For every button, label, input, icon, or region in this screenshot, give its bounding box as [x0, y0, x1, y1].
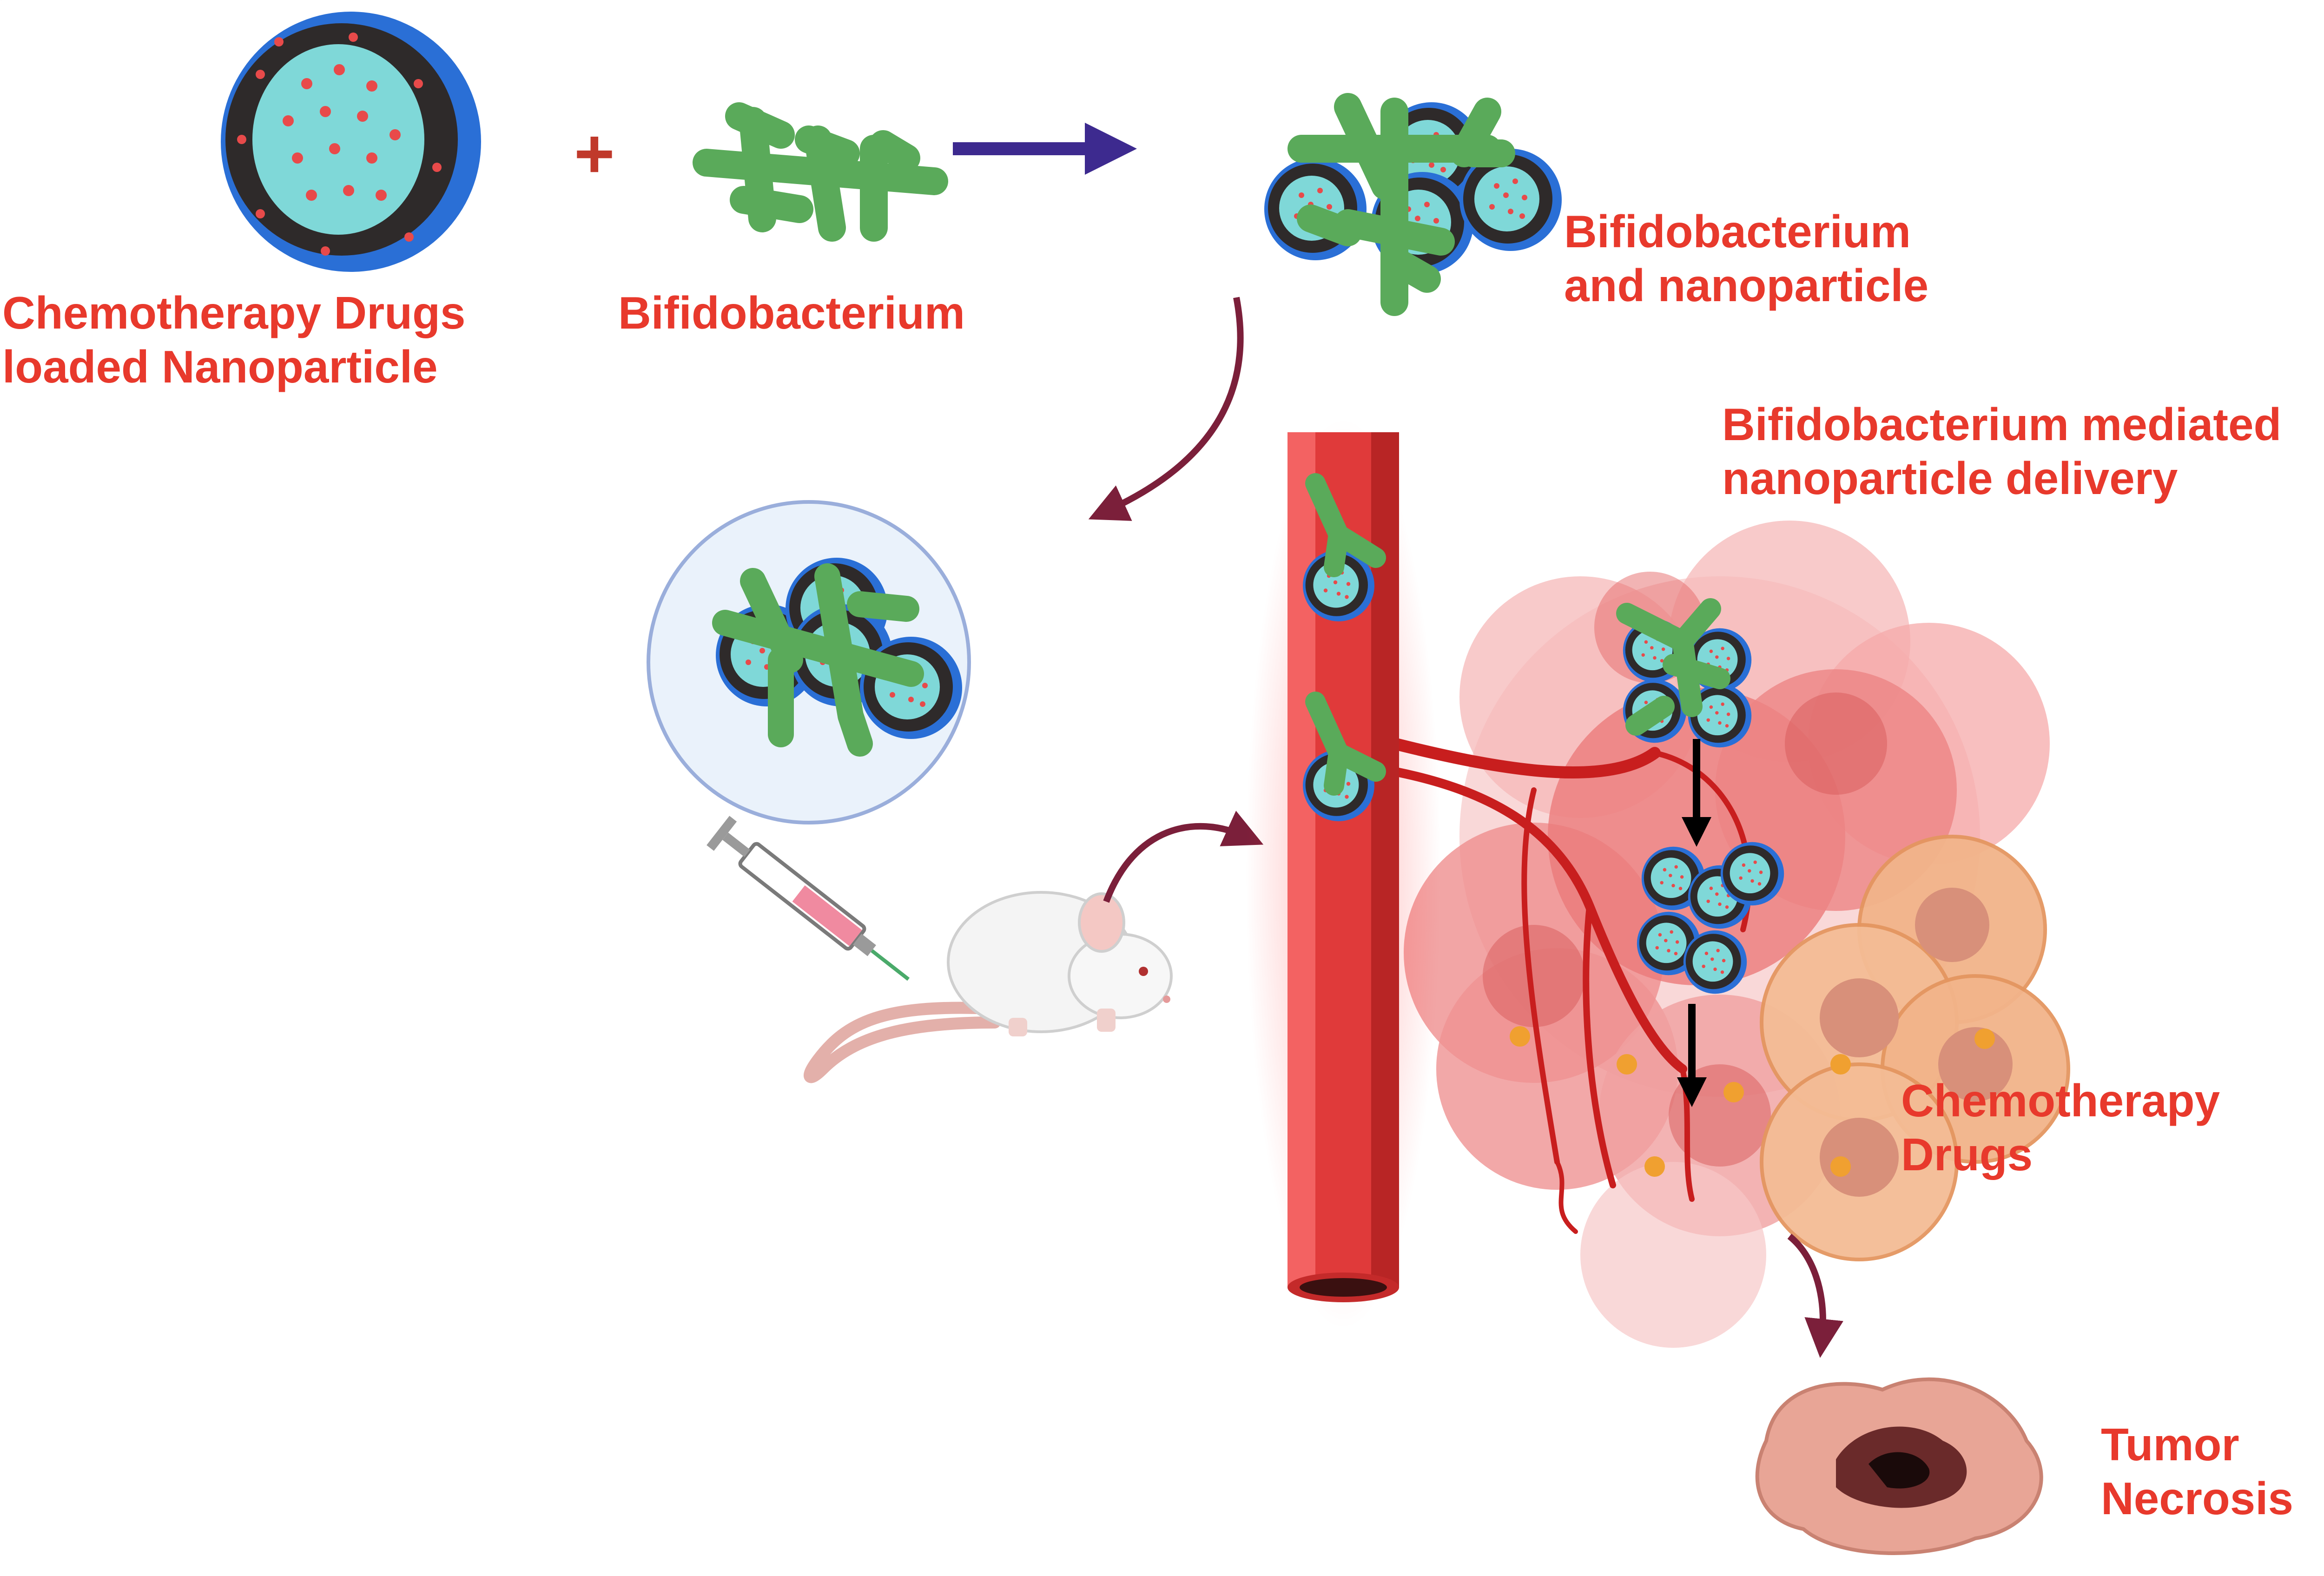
nanoparticle-label-line2: loaded Nanoparticle [2, 341, 438, 392]
plus-sign: + [574, 114, 615, 192]
nanoparticle-illustration [221, 12, 481, 272]
to-inset-arrow [1088, 297, 1244, 521]
bacterium-label: Bifidobacterium [618, 287, 965, 338]
drugs-label: Chemotherapy Drugs [1901, 1074, 2220, 1181]
necrosis-illustration [1755, 1377, 2043, 1556]
nanoparticle-label-line1: Chemotherapy Drugs [2, 287, 466, 338]
capillaries [1388, 738, 1752, 1234]
drugs-label-line1: Chemotherapy [1901, 1075, 2220, 1126]
necrosis-label: Tumor Necrosis [2101, 1418, 2293, 1525]
delivery-label: Bifidobacterium mediated nanoparticle de… [1722, 397, 2281, 505]
complex-illustration [1, 0, 1562, 316]
delivery-label-line1: Bifidobacterium mediated [1722, 399, 2282, 450]
vessel-complexes [1303, 473, 1386, 821]
drugs-label-line2: Drugs [1901, 1129, 2033, 1180]
nanoparticle-label: Chemotherapy Drugs loaded Nanoparticle [2, 286, 466, 394]
bifidobacterium-illustration [693, 102, 948, 242]
syringe-icon [706, 816, 910, 981]
inset-circle [647, 500, 971, 824]
mouse-icon [804, 891, 1173, 1083]
tumor-complexes [1616, 598, 1784, 994]
complex-label-line2: and nanoparticle [1564, 260, 1929, 311]
to-necrosis-arrow [1787, 1233, 1843, 1358]
necrosis-label-line1: Tumor [2101, 1419, 2239, 1470]
to-vessel-arrow [1103, 811, 1264, 903]
complex-label: Bifidobacterium and nanoparticle [1564, 204, 1928, 312]
drug-cells [1510, 835, 2070, 1261]
delivery-label-line2: nanoparticle delivery [1722, 453, 2178, 504]
complex-label-line1: Bifidobacterium [1564, 206, 1911, 257]
necrosis-label-line2: Necrosis [2101, 1473, 2294, 1524]
